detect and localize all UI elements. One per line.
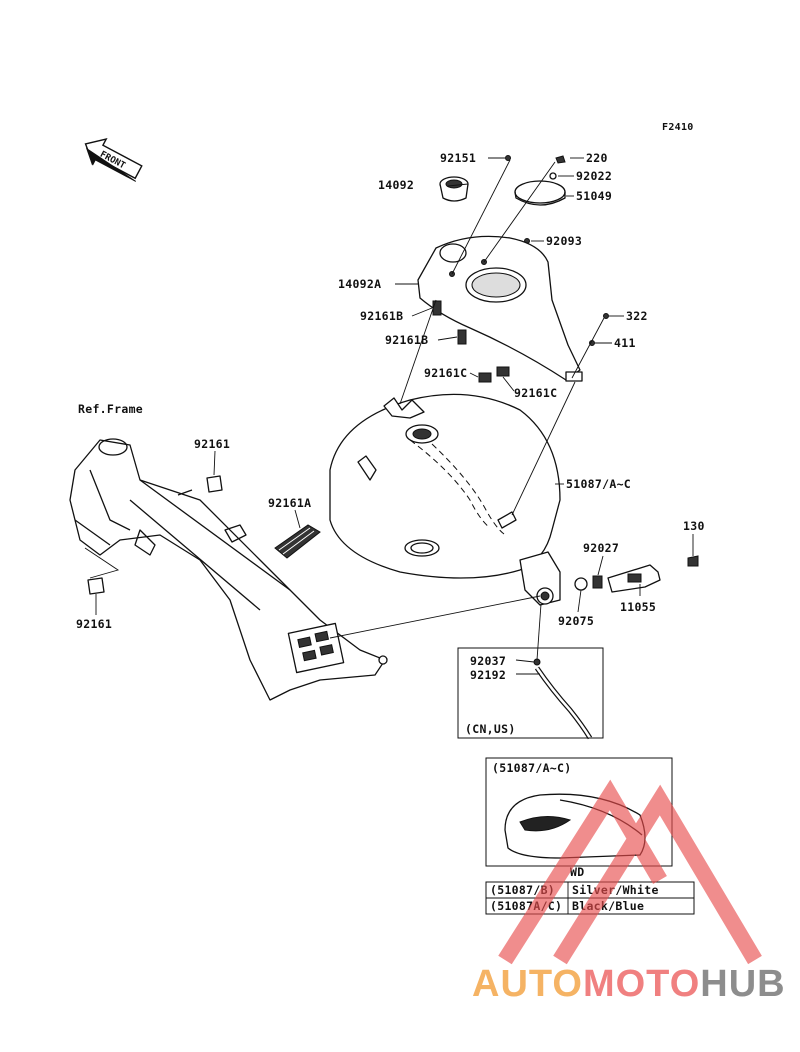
fuel-tank-part xyxy=(329,393,561,606)
label-ref-frame: Ref.Frame xyxy=(78,402,143,416)
watermark-moto: MOTO xyxy=(583,963,700,1005)
variant-note: (CN,US) xyxy=(465,722,516,736)
label-92037: 92037 xyxy=(470,654,506,668)
bushing-92027 xyxy=(592,575,603,589)
label-92151: 92151 xyxy=(440,151,476,165)
label-92161a: 92161A xyxy=(268,496,311,510)
label-411: 411 xyxy=(614,336,636,350)
damper-92161c-1 xyxy=(478,372,492,383)
color-detail-title: (51087/A~C) xyxy=(492,761,571,775)
label-220: 220 xyxy=(586,151,608,165)
label-92161-1: 92161 xyxy=(194,437,230,451)
damper-92161b-1 xyxy=(432,300,442,316)
watermark-hub: HUB xyxy=(700,963,785,1005)
pad-92161a xyxy=(274,524,321,559)
label-130: 130 xyxy=(683,519,705,533)
front-arrow-icon: FRONT xyxy=(84,138,143,182)
part-labels: 92151 220 14092 92022 51049 92093 14092A… xyxy=(76,151,705,682)
damper-92161-2 xyxy=(87,577,105,595)
watermark-triangle-icon xyxy=(498,779,762,965)
damper-92161c-2 xyxy=(496,366,510,377)
bolt-130 xyxy=(687,555,699,567)
label-92093: 92093 xyxy=(546,234,582,248)
damper-92161b-2 xyxy=(457,329,467,345)
label-14092: 14092 xyxy=(378,178,414,192)
watermark-logo: AUTOMOTOHUB xyxy=(472,779,786,1005)
screw-220 xyxy=(555,155,566,164)
tank-cover-part xyxy=(417,235,583,382)
label-92161c-2: 92161C xyxy=(514,386,557,400)
label-92192: 92192 xyxy=(470,668,506,682)
label-92161b-2: 92161B xyxy=(385,333,428,347)
variant-box xyxy=(457,647,604,739)
label-92027: 92027 xyxy=(583,541,619,555)
bolt-92151 xyxy=(505,155,511,161)
label-92161c-1: 92161C xyxy=(424,366,467,380)
watermark-text: AUTOMOTOHUB xyxy=(472,963,786,1005)
hose-92192 xyxy=(533,658,593,740)
leader-lines xyxy=(84,157,694,675)
label-51049: 51049 xyxy=(576,189,612,203)
label-14092a: 14092A xyxy=(338,277,381,291)
screw-322 xyxy=(603,313,609,319)
frame-part xyxy=(69,438,388,701)
label-51087: 51087/A~C xyxy=(566,477,631,491)
label-11055: 11055 xyxy=(620,600,656,614)
fuel-cap-part xyxy=(439,176,469,202)
collar-92075 xyxy=(574,577,588,591)
label-92161-2: 92161 xyxy=(76,617,112,631)
label-322: 322 xyxy=(626,309,648,323)
label-92161b-1: 92161B xyxy=(360,309,403,323)
label-92022: 92022 xyxy=(576,169,612,183)
label-92075: 92075 xyxy=(558,614,594,628)
color-detail-subheader: WD xyxy=(570,865,584,879)
damper-92161-1 xyxy=(206,475,223,493)
watermark-auto: AUTO xyxy=(472,963,583,1005)
washer-92022 xyxy=(549,172,557,180)
figure-code: F2410 xyxy=(662,122,694,133)
badge-part xyxy=(514,180,566,206)
